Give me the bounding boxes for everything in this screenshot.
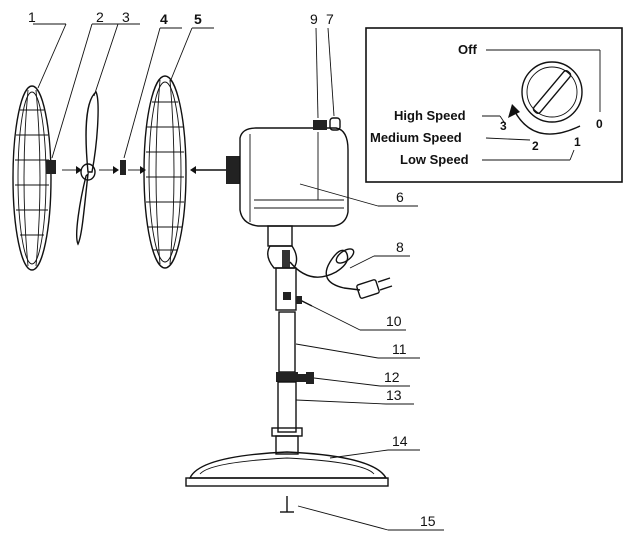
label-part-3: 3 xyxy=(122,9,130,25)
front-grille xyxy=(143,75,187,269)
upper-column xyxy=(275,267,313,311)
label-part-6: 6 xyxy=(396,189,404,205)
leader-lines xyxy=(33,23,444,531)
dial-position-1: 1 xyxy=(574,135,581,149)
speed-dial-inset xyxy=(365,27,623,183)
label-part-9: 9 xyxy=(310,11,318,27)
assembly-arrows xyxy=(62,166,146,174)
label-part-5: 5 xyxy=(194,11,202,27)
label-part-10: 10 xyxy=(386,313,402,329)
motor-housing xyxy=(190,117,349,227)
label-part-4: 4 xyxy=(160,11,168,27)
base-screw xyxy=(280,496,294,513)
dial-position-3: 3 xyxy=(500,119,507,133)
dial-low-label: Low Speed xyxy=(400,152,469,167)
label-part-11: 11 xyxy=(392,341,407,357)
label-part-7: 7 xyxy=(326,11,334,27)
dial-position-0: 0 xyxy=(596,117,603,131)
power-cord xyxy=(289,248,393,299)
label-part-2: 2 xyxy=(96,9,104,25)
label-part-12: 12 xyxy=(384,369,400,385)
label-part-13: 13 xyxy=(386,387,402,403)
label-part-14: 14 xyxy=(392,433,408,449)
label-part-1: 1 xyxy=(28,9,36,25)
rear-nut xyxy=(46,160,56,174)
label-part-8: 8 xyxy=(396,239,404,255)
dial-off-label: Off xyxy=(458,42,477,57)
fan-blade xyxy=(76,90,99,246)
base xyxy=(185,451,389,487)
dial-medium-label: Medium Speed xyxy=(370,130,462,145)
blade-nut xyxy=(120,160,126,175)
rear-grille xyxy=(12,85,52,271)
dial-high-label: High Speed xyxy=(394,108,466,123)
telescopic-pole xyxy=(271,311,314,455)
label-part-15: 15 xyxy=(420,513,436,529)
tilt-joint xyxy=(267,225,298,269)
dial-position-2: 2 xyxy=(532,139,539,153)
